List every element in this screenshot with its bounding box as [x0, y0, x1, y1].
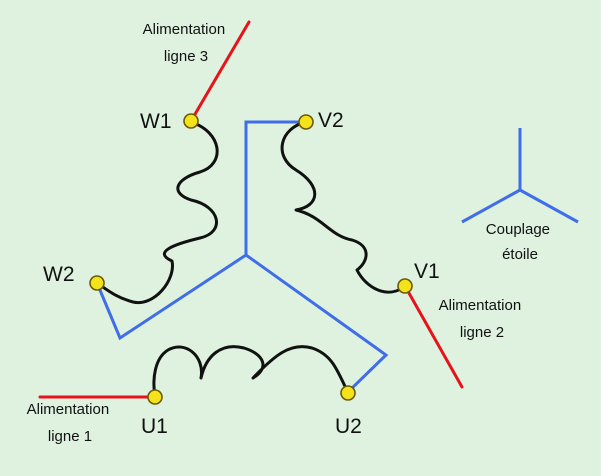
terminal-label-v1: V1 [414, 260, 440, 283]
winding-w [95, 120, 219, 305]
windings [95, 120, 407, 399]
supply-label-line2: Alimentation ligne 2 [439, 297, 526, 341]
supply-line-2 [403, 284, 464, 389]
supply-label-line3: Alimentation ligne 3 [143, 21, 230, 65]
star-symbol-icon [461, 128, 579, 224]
terminal-v2 [298, 114, 314, 130]
winding-u [152, 345, 350, 399]
terminal-u2 [340, 385, 356, 401]
terminal-label-u2: U2 [335, 415, 362, 438]
supply-lines [38, 20, 464, 399]
supply-label-line1: Alimentation ligne 1 [27, 401, 114, 445]
terminal-w2 [89, 275, 105, 291]
winding-v [280, 120, 407, 294]
legend-label: Couplage étoile [486, 221, 554, 263]
terminals [89, 113, 413, 405]
terminal-label-w2: W2 [43, 263, 75, 286]
terminal-label-u1: U1 [141, 415, 168, 438]
star-wire-w2 [95, 253, 247, 341]
terminal-label-w1: W1 [140, 110, 172, 133]
supply-line-3 [189, 20, 251, 123]
terminal-w1 [183, 113, 199, 129]
star-wire-v2 [244, 120, 306, 255]
terminal-label-v2: V2 [318, 109, 344, 132]
star-wire-u2 [245, 253, 389, 394]
star-neutral-point [244, 253, 248, 257]
terminal-u1 [147, 389, 163, 405]
terminal-v1 [397, 278, 413, 294]
star-wiring [95, 120, 389, 394]
